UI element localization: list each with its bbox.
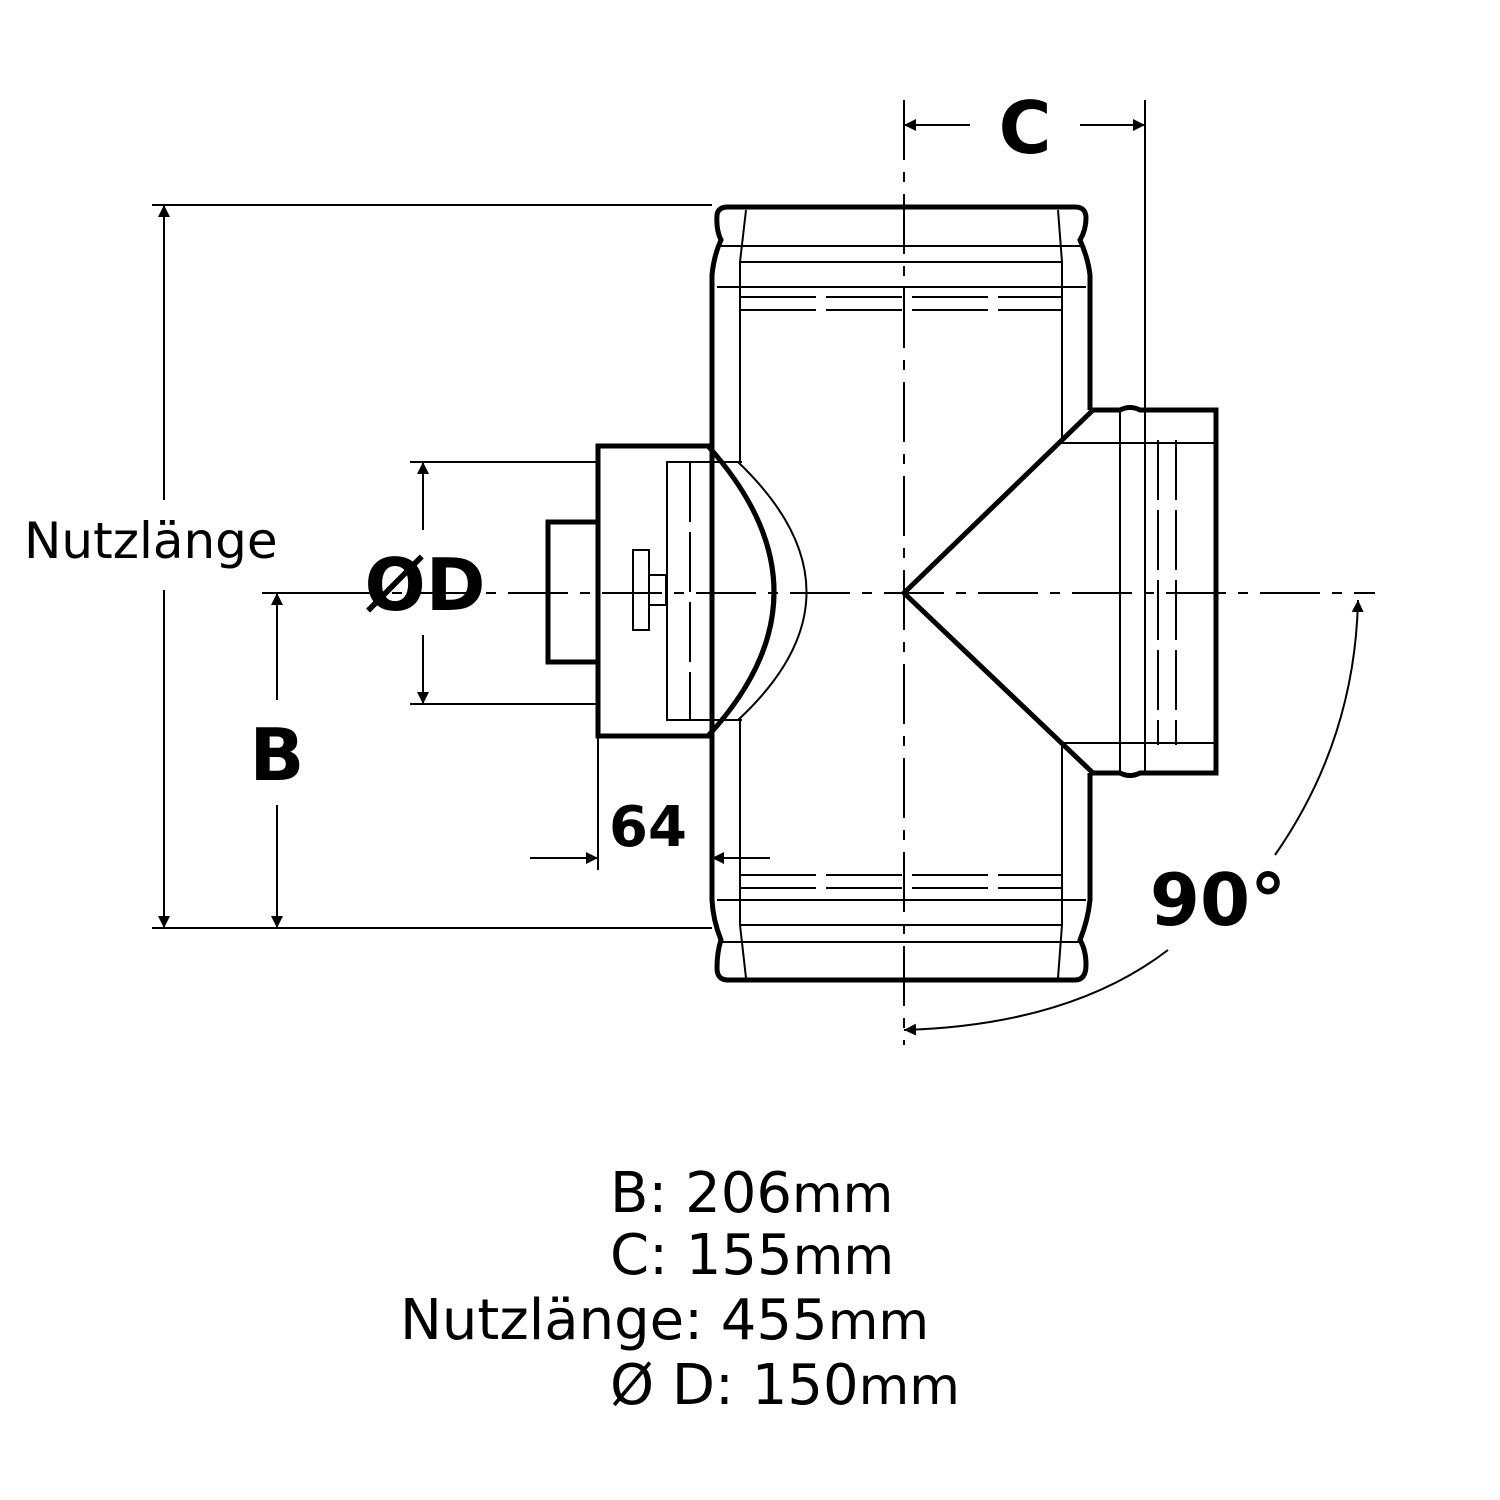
label-nutzlaenge: Nutzlänge bbox=[24, 512, 278, 570]
inspection-inner-lines bbox=[632, 461, 742, 721]
inspection-cap-box bbox=[595, 443, 715, 739]
right-branch-outline bbox=[900, 405, 1219, 778]
spec-c-unit: mm bbox=[792, 1227, 894, 1287]
spec-b: B: 206mm bbox=[610, 1166, 893, 1222]
main-pipe-outline bbox=[709, 204, 1093, 983]
label-diameter-d: ØD bbox=[365, 543, 486, 627]
label-64: 64 bbox=[609, 795, 687, 860]
spec-diameter-unit: mm bbox=[858, 1357, 960, 1417]
spec-c-value: 155 bbox=[685, 1223, 793, 1288]
spec-diameter: Ø D: 150mm bbox=[610, 1358, 960, 1414]
inspection-stub bbox=[545, 519, 601, 665]
right-branch-inner-lines bbox=[1060, 410, 1216, 773]
dimension-c bbox=[904, 100, 1146, 410]
spec-c-key: C: bbox=[610, 1223, 668, 1288]
label-b: B bbox=[250, 713, 305, 797]
label-c: C bbox=[999, 86, 1052, 170]
spec-nutzlaenge: Nutzlänge: 455mm bbox=[400, 1293, 929, 1349]
dimension-nutzlaenge bbox=[152, 204, 712, 929]
spec-nutzlaenge-sep: : bbox=[684, 1288, 703, 1353]
spec-b-unit: mm bbox=[792, 1165, 894, 1225]
spec-nutzlaenge-value: 455 bbox=[720, 1288, 828, 1353]
spec-nutzlaenge-key: Nutzlänge bbox=[400, 1288, 685, 1353]
spec-b-key: B: bbox=[610, 1161, 668, 1226]
spec-nutzlaenge-unit: mm bbox=[827, 1292, 929, 1352]
spec-diameter-key: Ø D: bbox=[610, 1353, 734, 1418]
label-90-degrees: 90° bbox=[1150, 858, 1286, 942]
dimension-64 bbox=[530, 736, 770, 870]
spec-diameter-value: 150 bbox=[751, 1353, 859, 1418]
dimension-diameter bbox=[410, 461, 598, 705]
dimension-angle bbox=[903, 599, 1364, 1036]
inspection-dome bbox=[706, 444, 777, 738]
main-pipe-inner-lines bbox=[717, 209, 1086, 979]
spec-b-value: 206 bbox=[685, 1161, 792, 1226]
dimension-b bbox=[262, 592, 330, 928]
spec-c: C: 155mm bbox=[610, 1228, 894, 1284]
